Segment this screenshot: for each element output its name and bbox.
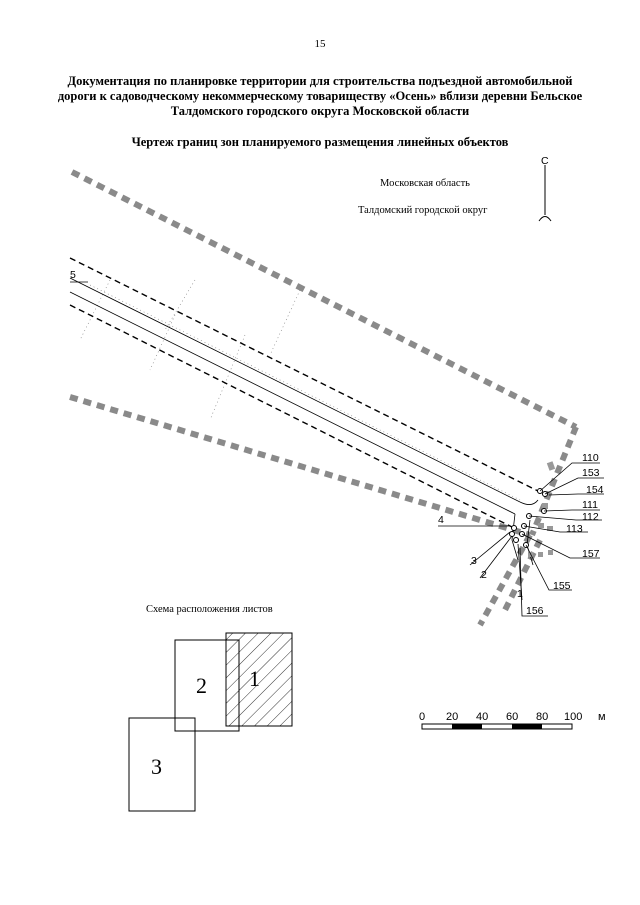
point-label-113: 113 [566, 523, 583, 535]
point-label-111: 111 [582, 499, 598, 511]
scale-tick-0: 0 [419, 711, 425, 723]
scale-tick-80: 80 [536, 711, 548, 723]
title-line-3: Талдомского городского округа Московской… [170, 104, 470, 118]
scheme-label: Схема расположения листов [146, 604, 273, 615]
point-labels: 5 110 153 154 111 112 113 157 4 3 2 1 15… [70, 269, 604, 617]
scale-tick-40: 40 [476, 711, 488, 723]
road-lines [69, 277, 539, 566]
point-label-112: 112 [582, 511, 599, 523]
point-label-1: 1 [517, 588, 523, 600]
scale-tick-100: 100 [564, 711, 582, 723]
point-label-157: 157 [582, 548, 600, 560]
sheet-3-frame [128, 717, 196, 812]
scale-tick-60: 60 [506, 711, 518, 723]
point-label-155: 155 [553, 580, 571, 592]
point-label-2: 2 [481, 569, 487, 581]
sheet-scheme [128, 632, 293, 812]
leader-lines [70, 281, 604, 617]
title-line-2: дороги к садоводческому некоммерческому … [57, 89, 583, 103]
north-arrow-icon: С [538, 155, 552, 222]
point-label-3: 3 [471, 555, 477, 567]
point-label-4: 4 [438, 514, 444, 526]
point-label-5: 5 [70, 269, 76, 281]
point-label-154: 154 [586, 484, 604, 496]
scale-unit: м [598, 711, 606, 723]
drawing-subtitle: Чертеж границ зон планируемого размещени… [131, 135, 509, 149]
sheet-1-frame [225, 632, 293, 727]
point-label-156: 156 [526, 605, 544, 617]
sheet-2-frame [174, 639, 240, 732]
sheet-number-1: 1 [249, 666, 260, 691]
north-label: С [541, 155, 549, 167]
sheet-number-2: 2 [196, 673, 207, 698]
region-label: Московская область [380, 178, 470, 189]
survey-lines [79, 279, 521, 501]
municipal-boundary [69, 169, 579, 627]
sheet-number-3: 3 [151, 754, 162, 779]
document-title: Документация по планировке территории дл… [40, 74, 600, 119]
corridor-boundary [69, 257, 541, 528]
title-line-1: Документация по планировке территории дл… [67, 74, 573, 88]
point-label-153: 153 [582, 467, 600, 479]
district-label: Талдомский городской округ [358, 205, 488, 216]
page-number: 15 [314, 38, 326, 50]
scale-bar: 0 20 40 60 80 100 м [419, 711, 606, 730]
scale-tick-20: 20 [446, 711, 458, 723]
point-label-110: 110 [582, 452, 599, 464]
